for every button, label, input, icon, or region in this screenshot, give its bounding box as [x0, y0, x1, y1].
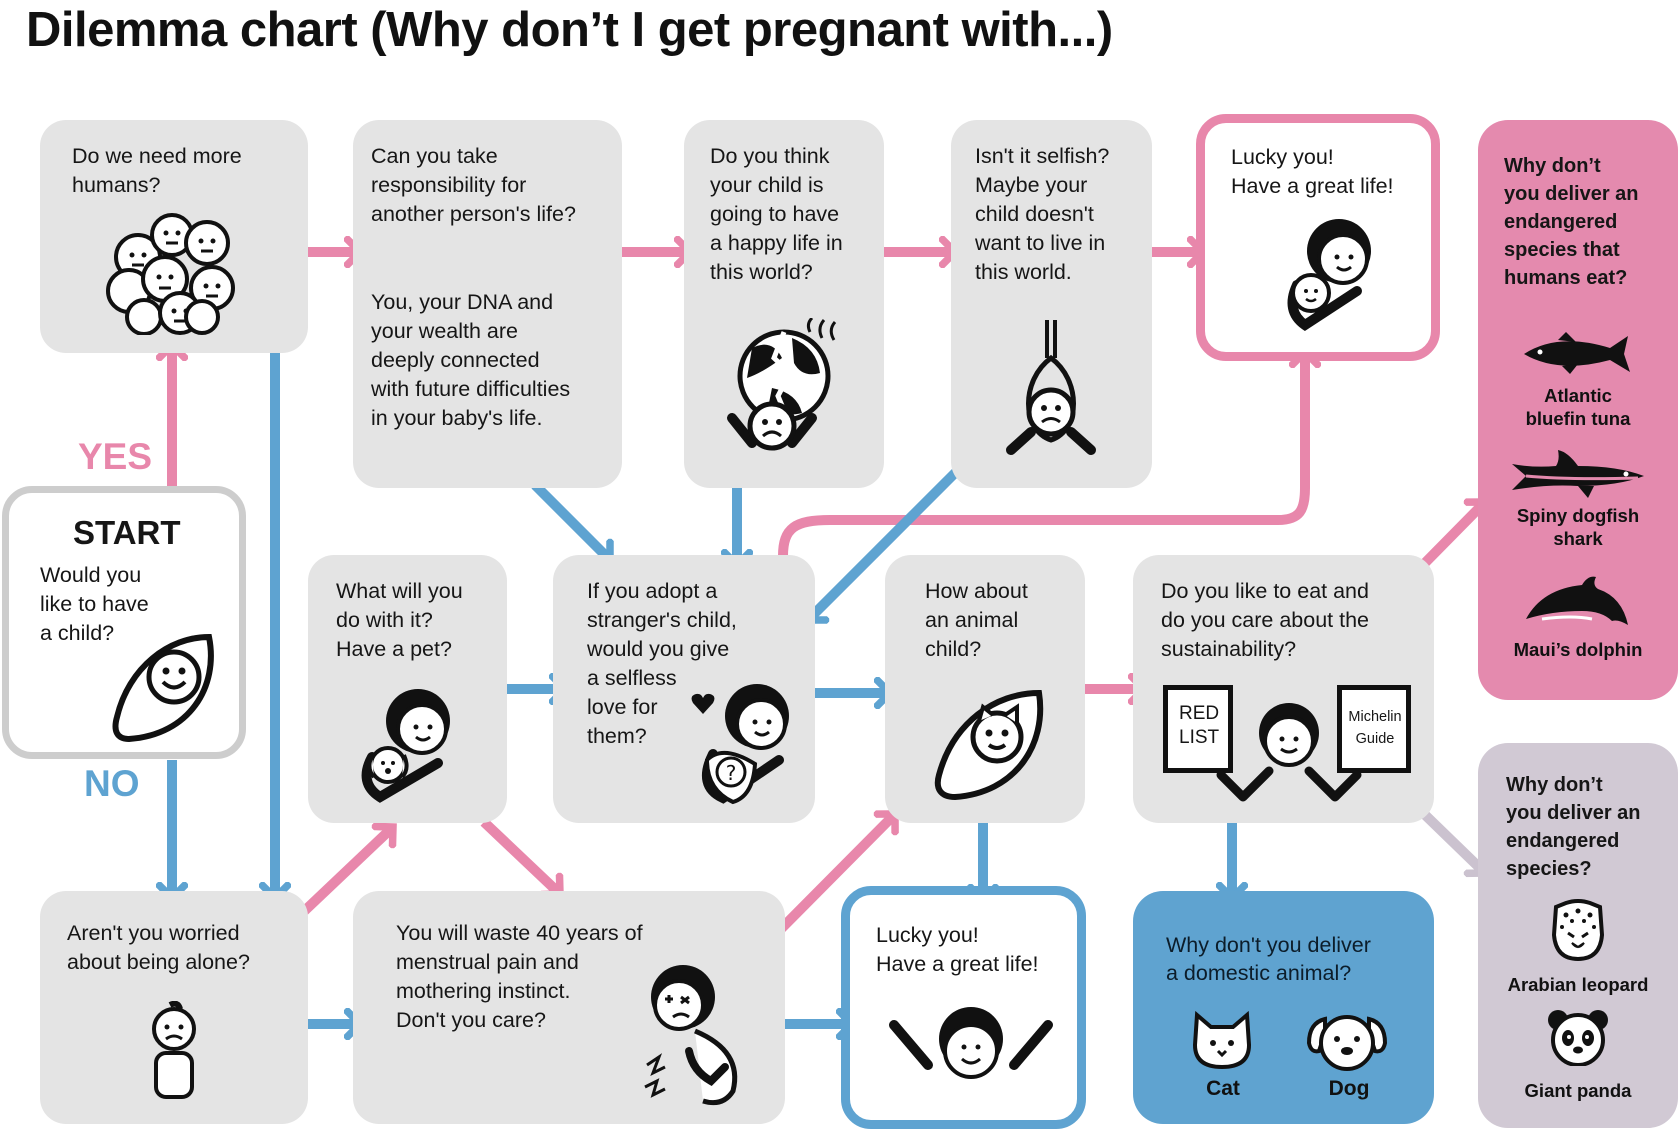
mother-question-baby-icon: ?: [701, 684, 789, 805]
adopt-text: If you adopt a stranger's child, would y…: [587, 579, 737, 748]
lucky-top-text: Lucky you! Have a great life!: [1231, 145, 1394, 198]
cat-icon: [1192, 1011, 1252, 1070]
box-selfish: Isn't it selfish? Maybe your child doesn…: [951, 120, 1152, 488]
red-list-book: RED LIST: [1163, 685, 1233, 773]
domestic-cat-label: Cat: [1206, 1077, 1240, 1100]
box-adopt: If you adopt a stranger's child, would y…: [553, 555, 815, 823]
heart-icon: [691, 693, 715, 714]
crowd-faces-icon: [106, 213, 235, 335]
pained-woman-icon: [644, 965, 738, 1106]
mother-baby-icon: [1287, 219, 1371, 332]
no-label: NO: [84, 763, 140, 804]
box-alone: Aren't you worried about being alone?: [40, 891, 308, 1124]
person-with-books-icon: [1216, 703, 1362, 802]
dolphin-icon: [1526, 576, 1628, 625]
species-spiny-dogfish: Spiny dogfish shark: [1516, 505, 1640, 549]
arrow-eat-to-endangered: [1416, 806, 1485, 873]
waste-text: You will waste 40 years of menstrual pai…: [396, 921, 643, 1032]
domestic-dog-label: Dog: [1328, 1077, 1370, 1100]
box-more-humans: Do we need more humans?: [40, 120, 308, 353]
box-waste: You will waste 40 years of menstrual pai…: [353, 891, 785, 1124]
noose-icon: [1006, 320, 1096, 455]
eat-text: Do you like to eat and do you care about…: [1161, 579, 1369, 661]
box-responsibility: Can you take responsibility for another …: [353, 120, 622, 488]
dog-icon: [1306, 1015, 1388, 1071]
svg-text:?: ?: [726, 761, 737, 785]
arrow-responsibility-to-adopt: [531, 481, 610, 560]
box-lucky-bottom: Lucky you! Have a great life!: [841, 886, 1086, 1129]
baby-egg-icon: [112, 633, 214, 743]
broken-earth-icon: [727, 318, 837, 451]
species-arabian-leopard: Arabian leopard: [1507, 974, 1649, 995]
animal-egg-icon: [934, 689, 1044, 801]
species-mauis-dolphin: Maui’s dolphin: [1513, 639, 1643, 660]
pet-text: What will you do with it? Have a pet?: [336, 579, 463, 661]
red-list-label: RED LIST: [1179, 703, 1220, 748]
domestic-question: Why don't you deliver a domestic animal?: [1166, 933, 1371, 985]
shark-icon: [1512, 450, 1644, 498]
start-heading: START: [73, 514, 181, 551]
panel-endangered: Why don’t you deliver an endangered spec…: [1478, 743, 1678, 1128]
michelin-guide-label: Michelin Guide: [1348, 709, 1402, 747]
chart-title: Dilemma chart (Why don’t I get pregnant …: [26, 3, 1113, 57]
arrow-eat-to-endangered-eat: [1414, 502, 1485, 574]
animal-child-text: How about an animal child?: [925, 579, 1028, 661]
happy-life-text: Do you think your child is going to have…: [710, 144, 843, 284]
arrow-pet-to-waste: [480, 818, 560, 894]
alone-text: Aren't you worried about being alone?: [67, 921, 250, 974]
endangered-eat-question: Why don’t you deliver an endangered spec…: [1504, 155, 1639, 289]
lucky-bottom-text: Lucky you! Have a great life!: [876, 923, 1039, 976]
panda-icon: [1548, 1010, 1608, 1066]
box-pet: What will you do with it? Have a pet?: [308, 555, 507, 823]
tuna-icon: [1524, 332, 1630, 374]
endangered-question: Why don’t you deliver an endangered spec…: [1506, 774, 1641, 880]
worried-person-icon: [152, 1001, 196, 1099]
start-box: START Would you like to have a child?: [2, 486, 246, 759]
arrow-selfish-to-adopt: [808, 466, 962, 620]
yes-label: YES: [78, 436, 153, 477]
selfish-text: Isn't it selfish? Maybe your child doesn…: [975, 144, 1110, 284]
mother-pet-icon: [361, 689, 450, 803]
dna-text: You, your DNA and your wealth are deeply…: [371, 290, 571, 430]
panel-endangered-eat: Why don’t you deliver an endangered spec…: [1478, 120, 1678, 700]
michelin-guide-book: Michelin Guide: [1337, 685, 1411, 773]
leopard-icon: [1551, 899, 1605, 962]
box-animal-child: How about an animal child?: [885, 555, 1085, 823]
box-eat: Do you like to eat and do you care about…: [1133, 555, 1434, 823]
arrow-alone-to-pet: [294, 827, 393, 921]
happy-arms-up-icon: [889, 1007, 1053, 1079]
box-happy-life: Do you think your child is going to have…: [684, 120, 884, 488]
species-bluefin-tuna: Atlantic bluefin tuna: [1525, 385, 1631, 429]
more-humans-text: Do we need more humans?: [72, 144, 242, 197]
start-question: Would you like to have a child?: [40, 563, 149, 645]
species-giant-panda: Giant panda: [1524, 1080, 1632, 1101]
arrow-waste-to-animal: [769, 814, 895, 941]
panel-domestic: Why don't you deliver a domestic animal?…: [1133, 891, 1434, 1124]
arrow-adopt-to-lucky: [778, 352, 1305, 557]
responsibility-text: Can you take responsibility for another …: [371, 144, 576, 226]
box-lucky-top: Lucky you! Have a great life!: [1196, 114, 1440, 361]
